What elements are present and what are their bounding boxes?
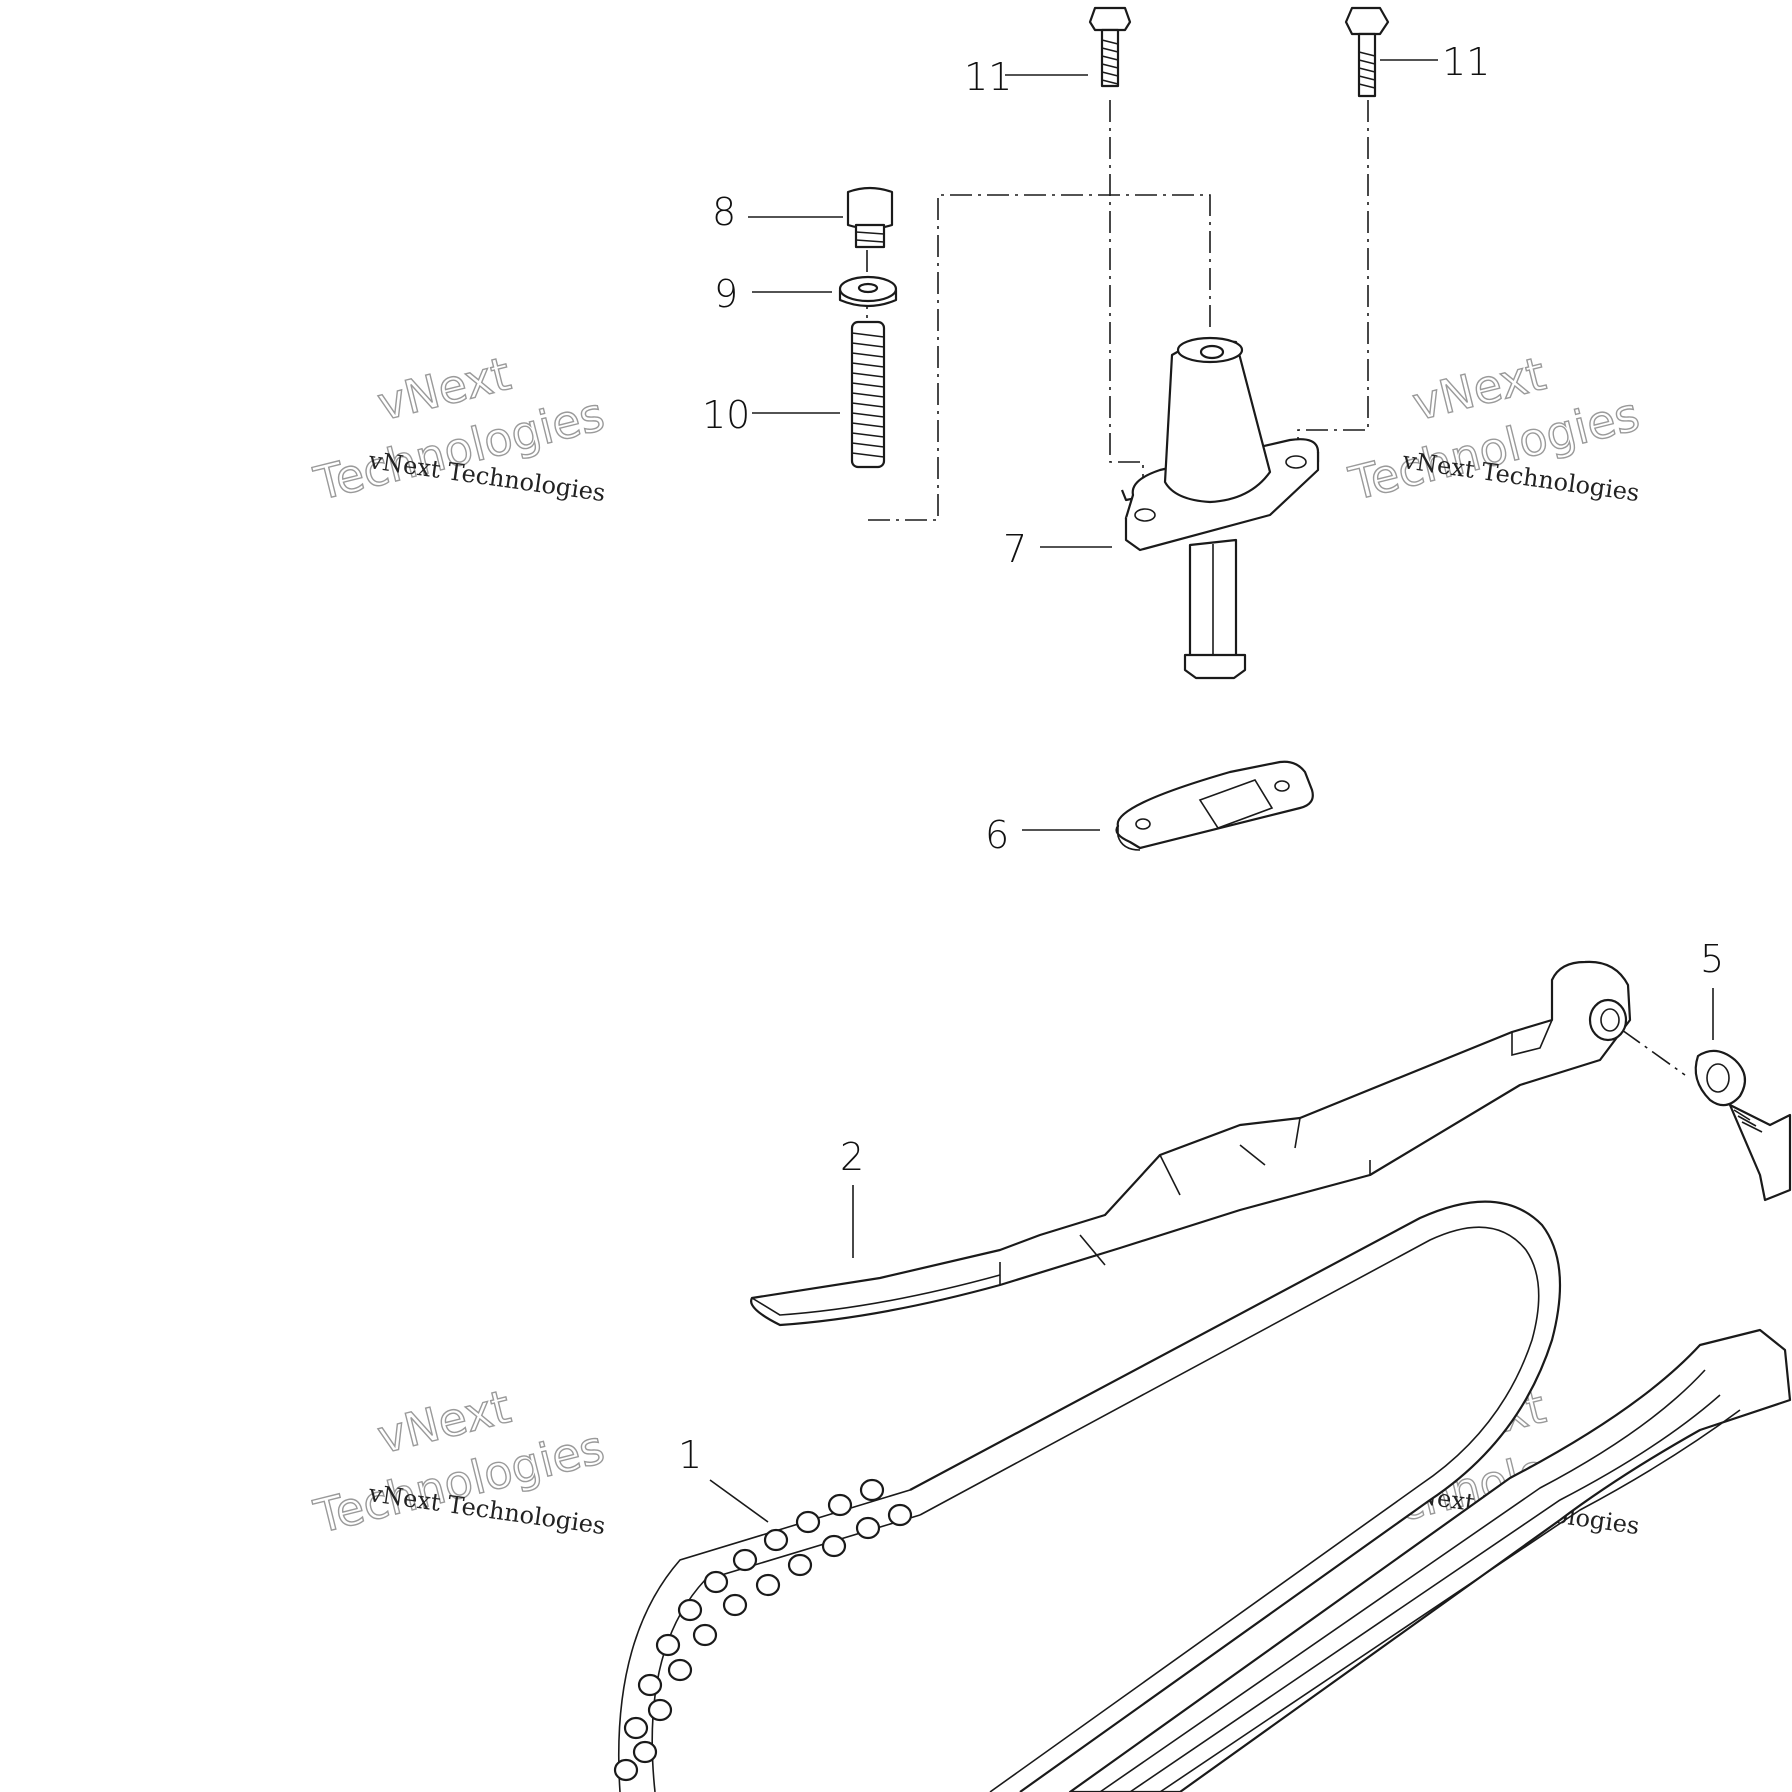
assembly-line-bolt-right xyxy=(1297,100,1369,465)
chain-guide-2 xyxy=(750,960,1632,1327)
callout-1: 1 xyxy=(678,1433,702,1477)
bolt-11-right xyxy=(1344,6,1390,98)
callout-5: 5 xyxy=(1700,937,1724,981)
callout-9: 9 xyxy=(714,272,738,316)
leader-1 xyxy=(709,1479,769,1523)
gasket-6 xyxy=(1115,760,1314,851)
lower-chain-guide xyxy=(1068,1328,1792,1792)
callout-11-right: 11 xyxy=(1442,40,1490,84)
callout-10: 10 xyxy=(702,393,750,437)
cam-chain-1 xyxy=(613,1200,1562,1792)
callout-6: 6 xyxy=(985,813,1009,857)
plug-bolt-8 xyxy=(846,186,894,249)
tensioner-7 xyxy=(1120,336,1320,680)
assembly-line-bolt-5 xyxy=(1621,1029,1686,1076)
assembly-line-bolt-left xyxy=(1109,100,1144,505)
callout-2: 2 xyxy=(840,1135,864,1179)
bolt-11-left xyxy=(1088,6,1132,88)
spring-10 xyxy=(850,320,886,469)
callout-11-left: 11 xyxy=(964,55,1012,99)
callout-7: 7 xyxy=(1003,527,1027,571)
washer-9 xyxy=(838,275,898,308)
callout-8: 8 xyxy=(712,190,736,234)
assembly-line-tensioner-plug xyxy=(868,194,1211,521)
chain-links xyxy=(613,1478,913,1782)
pivot-bolt-5 xyxy=(1694,1049,1792,1202)
